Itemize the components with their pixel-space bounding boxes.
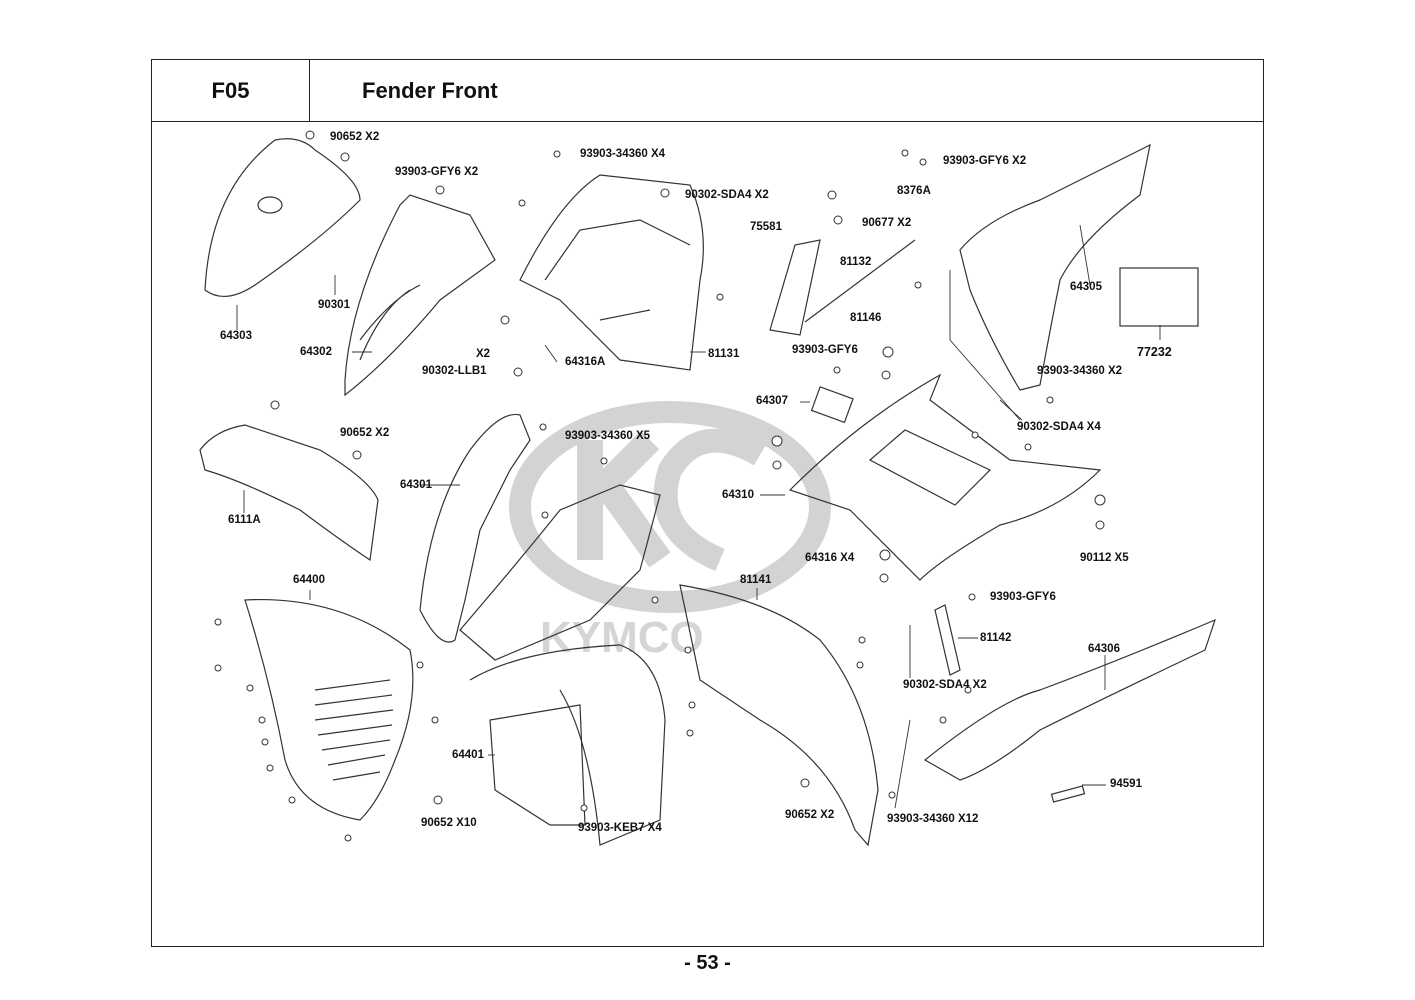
callout-90301: 90301 [318, 299, 350, 311]
part-64303-front-fender [204, 138, 361, 297]
callout-93903-34360-x5: 93903-34360 X5 [565, 430, 651, 442]
callout-93903-gfy6-mid: 93903-GFY6 [792, 344, 858, 356]
callout-64316A: 64316A [565, 356, 606, 368]
callout-90677-x2: 90677 X2 [862, 217, 912, 229]
callout-90302-sda4-x4: 90302-SDA4 X4 [1017, 421, 1101, 433]
callout-90302-sda4-x2-lower: 90302-SDA4 X2 [903, 679, 987, 691]
callout-94591: 94591 [1110, 778, 1142, 790]
callout-64303: 64303 [220, 330, 252, 342]
parts-diagram-frame: F05 Fender Front [151, 59, 1264, 947]
kymco-watermark-text: KYMCO [540, 613, 704, 662]
callout-64316-x4: 64316 X4 [805, 552, 855, 564]
callout-90302-llb1: 90302-LLB1 [422, 365, 487, 377]
callout-8376A: 8376A [897, 185, 931, 197]
kymco-watermark-logo [509, 401, 831, 613]
section-title-cell: Fender Front [310, 60, 1263, 122]
callout-90652-x2-lower: 90652 X2 [785, 809, 835, 821]
part-6111A-cover [199, 424, 379, 562]
part-64302-inner-panel [344, 194, 496, 397]
part-64301-front-panel [419, 413, 531, 643]
callout-64400: 64400 [293, 574, 325, 586]
page-number: - 53 - [684, 952, 731, 974]
callout-81142: 81142 [980, 632, 1012, 644]
callout-90652-x2-top: 90652 X2 [330, 131, 380, 143]
callout-77232: 77232 [1137, 345, 1172, 359]
callout-81132: 81132 [840, 256, 872, 268]
callout-90652-x2-mid: 90652 X2 [340, 427, 390, 439]
callout-90112-x5: 90112 X5 [1080, 552, 1129, 564]
section-code: F05 [211, 77, 250, 103]
callout-93903-34360-x12: 93903-34360 X12 [887, 813, 979, 825]
callout-64305: 64305 [1070, 281, 1102, 293]
callout-81131: 81131 [708, 348, 740, 360]
callout-93903-keb7-x4: 93903-KEB7 X4 [578, 822, 662, 834]
callout-75581: 75581 [750, 221, 782, 233]
section-title: Fender Front [362, 78, 498, 103]
part-64305-side-cover [959, 143, 1151, 391]
section-code-cell: F05 [152, 60, 310, 122]
callout-93903-gfy6-x2-left: 93903-GFY6 X2 [395, 166, 479, 178]
callout-64301: 64301 [400, 479, 432, 491]
part-64310-floorboard [788, 373, 1102, 581]
callout-93903-gfy6-x2-right: 93903-GFY6 X2 [943, 155, 1027, 167]
callout-x2: X2 [476, 348, 491, 360]
part-64307-lid [810, 386, 854, 424]
part-81132-bracket [769, 239, 821, 336]
part-81131-inner-cover [519, 174, 704, 371]
callout-64401: 64401 [452, 749, 484, 761]
part-64401-lower-panel [489, 704, 586, 826]
part-77232-box [1119, 267, 1199, 327]
part-81142-bracket [934, 604, 961, 676]
callout-93903-gfy6-lower: 93903-GFY6 [990, 591, 1056, 603]
callout-64302: 64302 [300, 346, 332, 358]
callout-6111A: 6111A [228, 514, 261, 526]
callout-93903-34360-x2: 93903-34360 X2 [1037, 365, 1123, 377]
callout-90302-sda4-x2-top: 90302-SDA4 X2 [685, 189, 769, 201]
callout-81141: 81141 [740, 574, 772, 586]
callout-64307: 64307 [756, 395, 788, 407]
callout-90652-x10: 90652 X10 [421, 817, 477, 829]
callout-64306: 64306 [1088, 643, 1120, 655]
part-94591-strip [1050, 785, 1086, 803]
part-64306-lower-skirt [923, 618, 1216, 781]
part-64400-grille [244, 598, 414, 821]
callout-93903-34360-x4: 93903-34360 X4 [580, 148, 666, 160]
part-81141-side-panel [679, 584, 879, 847]
callout-81146: 81146 [850, 312, 882, 324]
callout-64310: 64310 [722, 489, 754, 501]
